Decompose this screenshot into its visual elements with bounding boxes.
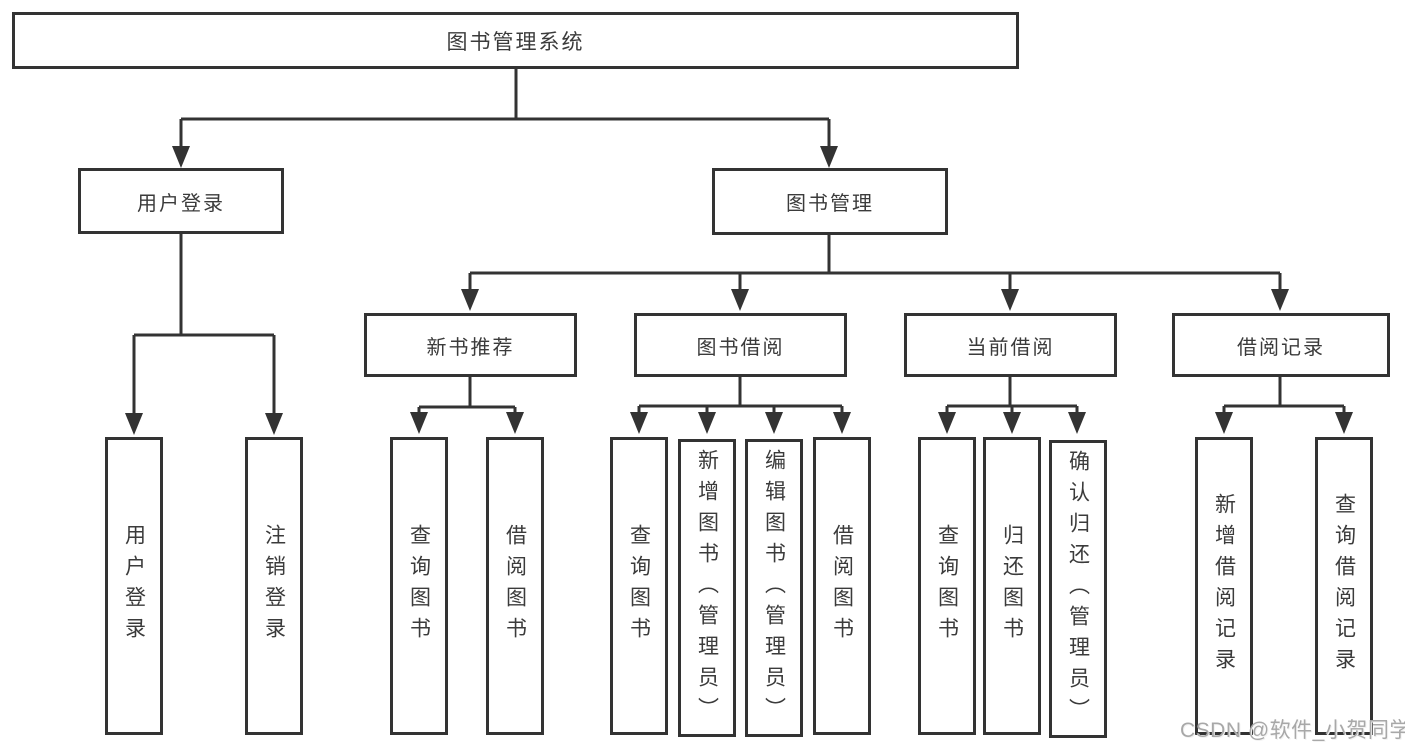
leaf-add-books-admin: 新增图书（管理员）	[678, 439, 736, 737]
node-current-borrowing: 当前借阅	[904, 313, 1117, 377]
node-book-management-module: 图书管理	[712, 168, 948, 235]
leaf-confirm-return-admin: 确认归还（管理员）	[1049, 440, 1107, 738]
csdn-watermark: CSDN @软件_小贺同学	[1180, 719, 1405, 742]
node-new-book-recommend: 新书推荐	[364, 313, 577, 377]
leaf-query-books-current: 查询图书	[918, 437, 976, 735]
node-borrow-records: 借阅记录	[1172, 313, 1390, 377]
node-user-login-module: 用户登录	[78, 168, 284, 234]
node-book-borrowing: 图书借阅	[634, 313, 847, 377]
leaf-query-books-recommend: 查询图书	[390, 437, 448, 735]
leaf-logout: 注销登录	[245, 437, 303, 735]
leaf-return-books: 归还图书	[983, 437, 1041, 735]
leaf-query-books-borrowing: 查询图书	[610, 437, 668, 735]
node-system-root: 图书管理系统	[12, 12, 1019, 69]
leaf-borrow-books-recommend: 借阅图书	[486, 437, 544, 735]
leaf-user-login: 用户登录	[105, 437, 163, 735]
leaf-add-borrow-record: 新增借阅记录	[1195, 437, 1253, 735]
leaf-borrow-books: 借阅图书	[813, 437, 871, 735]
leaf-edit-books-admin: 编辑图书（管理员）	[745, 439, 803, 737]
arrowheads	[125, 146, 1353, 435]
leaf-query-borrow-record: 查询借阅记录	[1315, 437, 1373, 735]
